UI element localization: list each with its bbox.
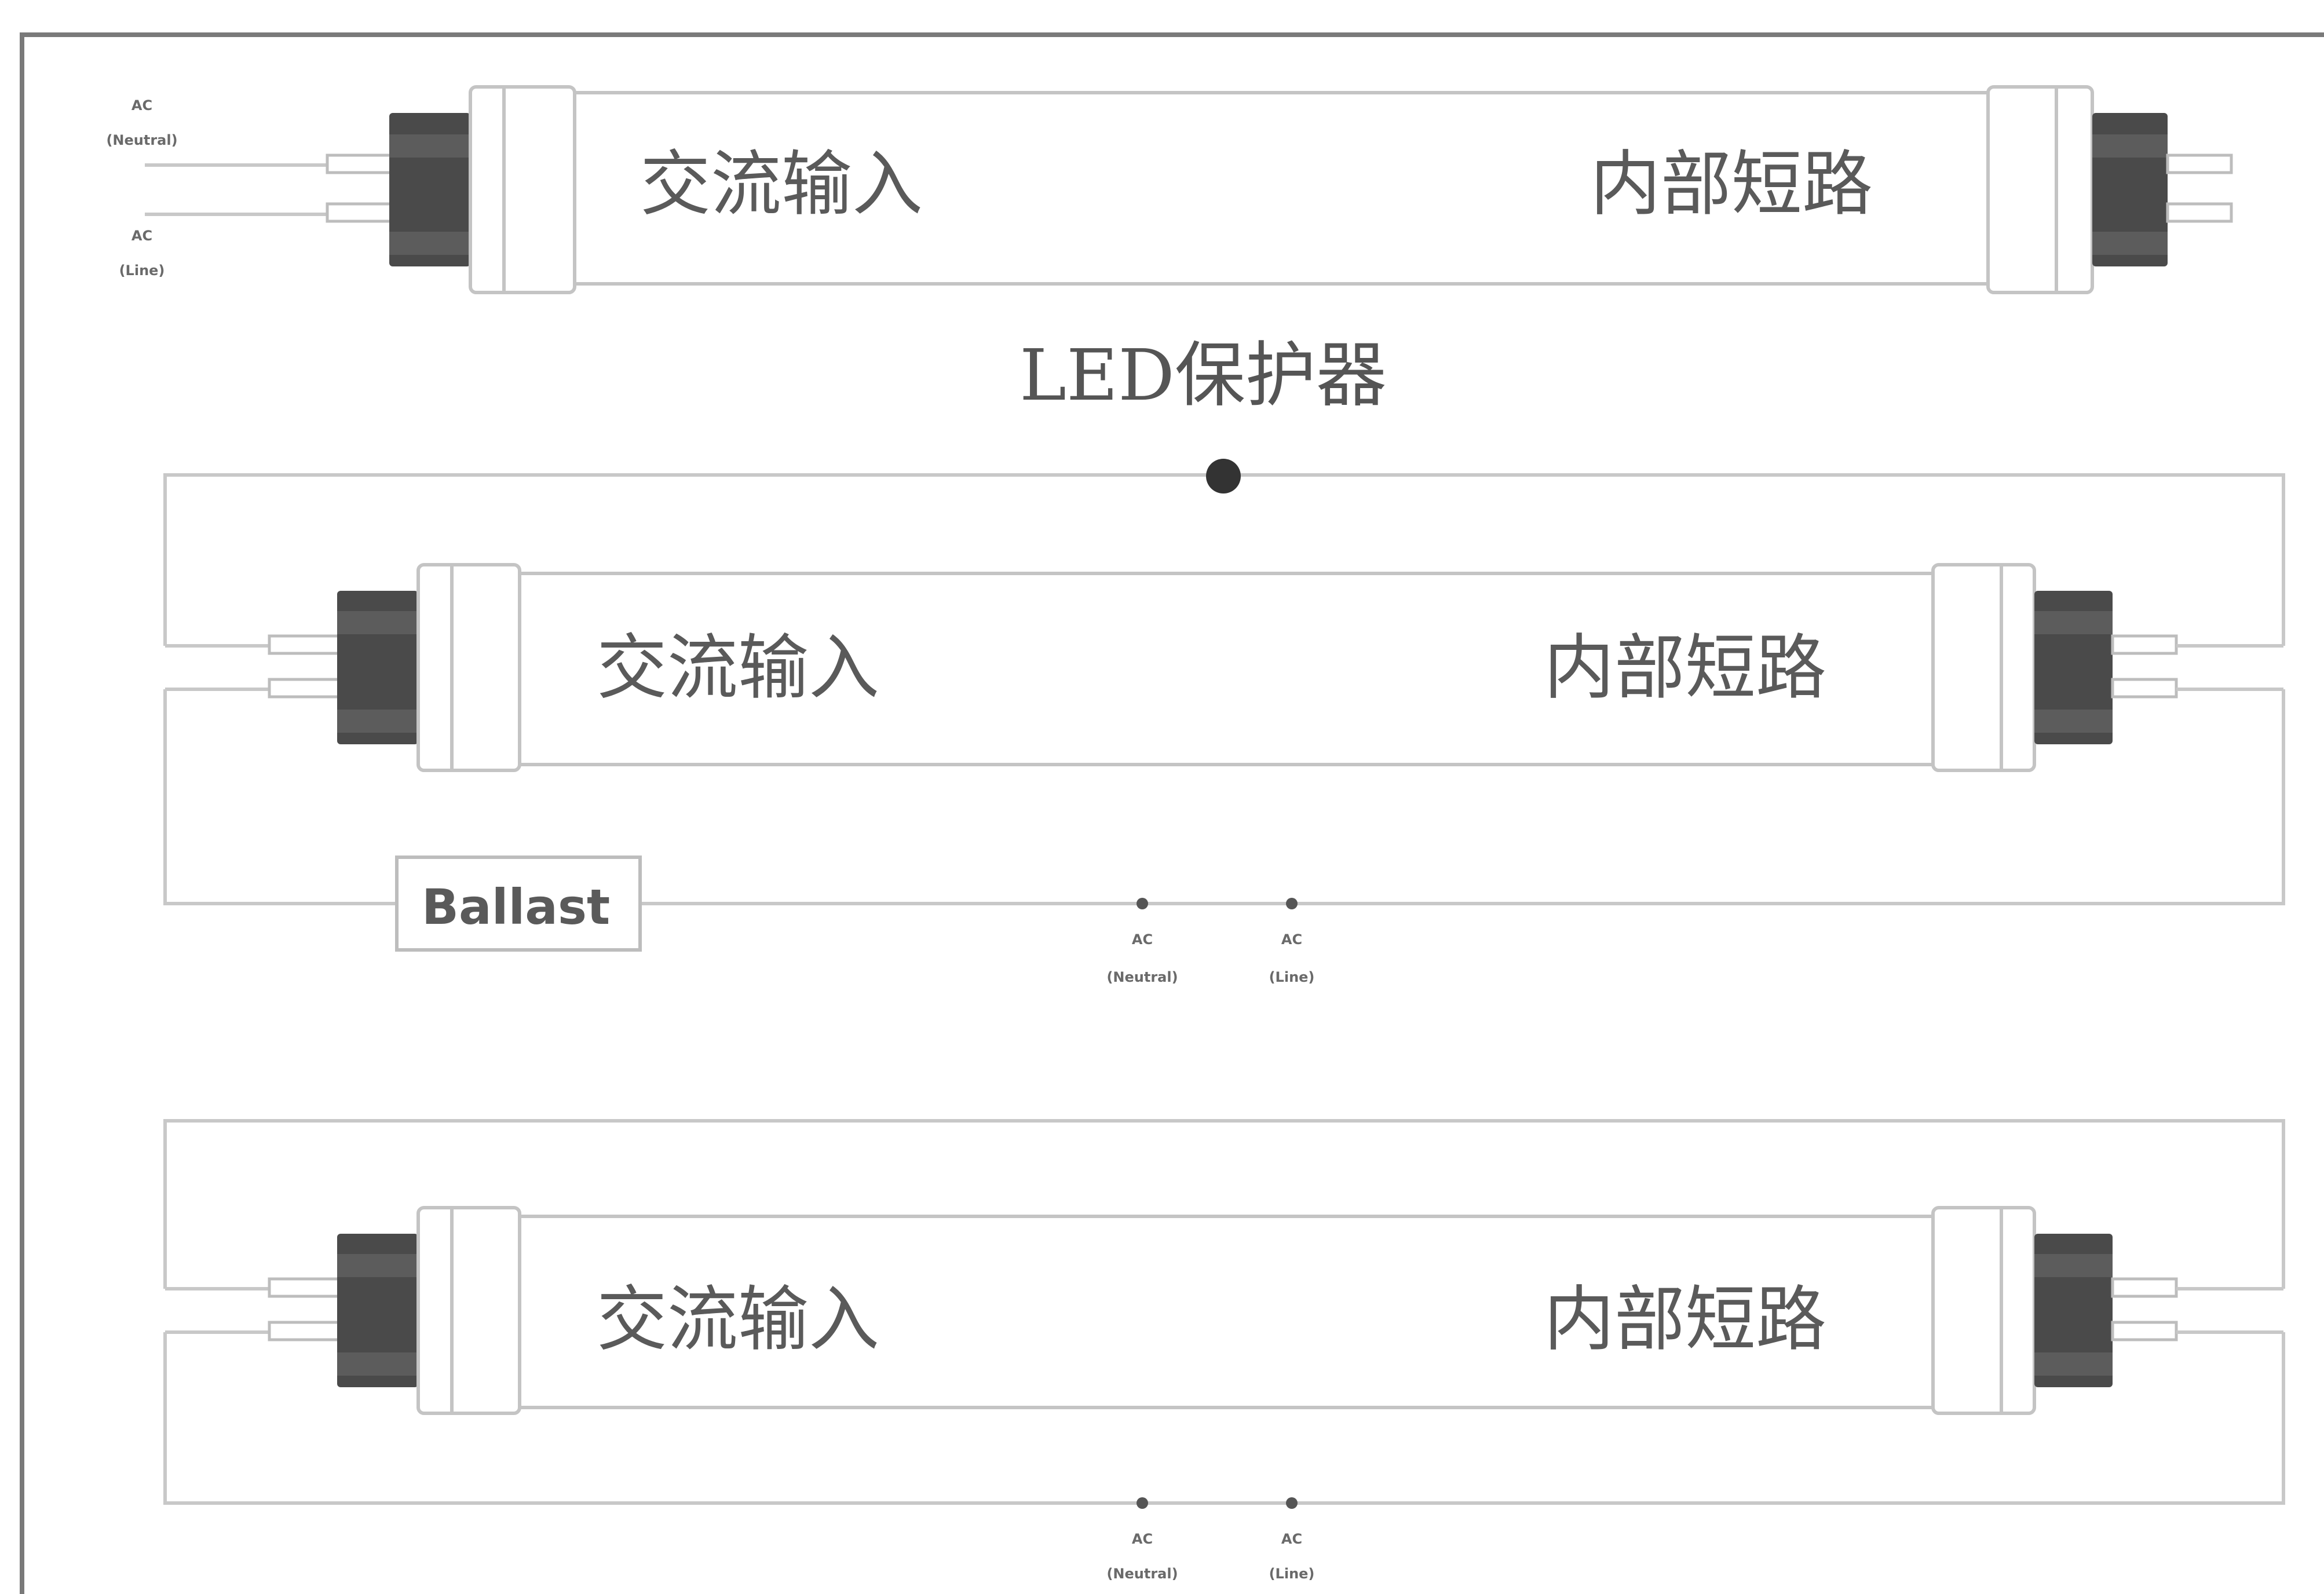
- ballast-label: Ballast: [422, 879, 610, 935]
- end-cap-band: [389, 232, 470, 255]
- circuit-loop-top: [163, 1119, 2285, 1289]
- pin: [2166, 202, 2233, 223]
- pin: [326, 202, 393, 223]
- terminal-line-label: (Line): [1269, 969, 1315, 985]
- end-cap-band: [2092, 134, 2168, 158]
- tube-3-left-label: 交流输入: [597, 1278, 879, 1361]
- tube-2-left-label: 交流输入: [597, 627, 879, 709]
- pin: [268, 678, 341, 699]
- end-cap-band: [337, 611, 418, 634]
- tube-1: 交流输入 内部短路 AC (Neutral) AC (Line): [106, 85, 2233, 294]
- circuit-loop-bottom: [163, 689, 2285, 905]
- terminal-dot-neutral: [1137, 1497, 1148, 1509]
- tube-2: 交流输入 内部短路 Ballast AC (Neutral) AC (Line): [163, 459, 2285, 985]
- terminal-neutral-ac: AC: [1132, 1531, 1153, 1547]
- pin: [268, 1277, 341, 1298]
- terminal-line-ac: AC: [1281, 931, 1302, 948]
- terminal-neutral-ac: AC: [131, 97, 152, 114]
- pin: [2166, 153, 2233, 174]
- tube-3: 交流输入 内部短路 AC (Neutral) AC (Line): [163, 1119, 2285, 1582]
- end-cap-band: [337, 1352, 418, 1376]
- end-cap-band: [2092, 232, 2168, 255]
- end-cap-band: [2034, 1352, 2113, 1376]
- terminal-line-label: (Line): [119, 262, 165, 279]
- collar-right: [1931, 563, 2036, 772]
- terminal-dot-line: [1286, 1497, 1298, 1509]
- pin: [268, 634, 341, 655]
- collar-right: [1986, 85, 2094, 294]
- terminal-dot-neutral: [1137, 898, 1148, 909]
- terminal-neutral-label: (Neutral): [106, 132, 177, 148]
- circuit-loop-bottom: [163, 1332, 2285, 1505]
- tube-1-left-label: 交流输入: [640, 143, 923, 225]
- tube-2-right-label: 内部短路: [1544, 627, 1826, 709]
- tube-body: [518, 1215, 1935, 1409]
- tube-3-right-label: 内部短路: [1544, 1278, 1826, 1361]
- diagram-title: LED保护器: [1020, 334, 1387, 416]
- collar-left: [416, 1206, 521, 1415]
- end-cap-band: [389, 134, 470, 158]
- tube-body: [573, 91, 1990, 286]
- pin: [2111, 678, 2178, 699]
- ballast-box: [395, 856, 642, 952]
- end-cap-band: [337, 710, 418, 733]
- tube-1-right-label: 内部短路: [1590, 143, 1873, 225]
- collar-left: [469, 85, 576, 294]
- outer-frame: [20, 32, 2324, 1594]
- terminal-line-label: (Line): [1269, 1566, 1315, 1582]
- collar-left: [416, 563, 521, 772]
- pin: [2111, 1277, 2178, 1298]
- terminal-neutral-ac: AC: [1132, 931, 1153, 948]
- pin: [326, 153, 393, 174]
- pin: [2111, 634, 2178, 655]
- terminal-dot-line: [1286, 898, 1298, 909]
- end-cap-band: [337, 1254, 418, 1277]
- terminal-neutral-label: (Neutral): [1106, 1566, 1178, 1582]
- pin: [268, 1321, 341, 1341]
- end-cap-band: [2034, 1254, 2113, 1277]
- junction-dot: [1206, 459, 1241, 493]
- terminal-neutral-label: (Neutral): [1106, 969, 1178, 985]
- terminal-line-ac: AC: [131, 228, 152, 244]
- collar-right: [1931, 1206, 2036, 1415]
- pin: [2111, 1321, 2178, 1341]
- end-cap-band: [2034, 611, 2113, 634]
- end-cap-band: [2034, 710, 2113, 733]
- terminal-line-ac: AC: [1281, 1531, 1302, 1547]
